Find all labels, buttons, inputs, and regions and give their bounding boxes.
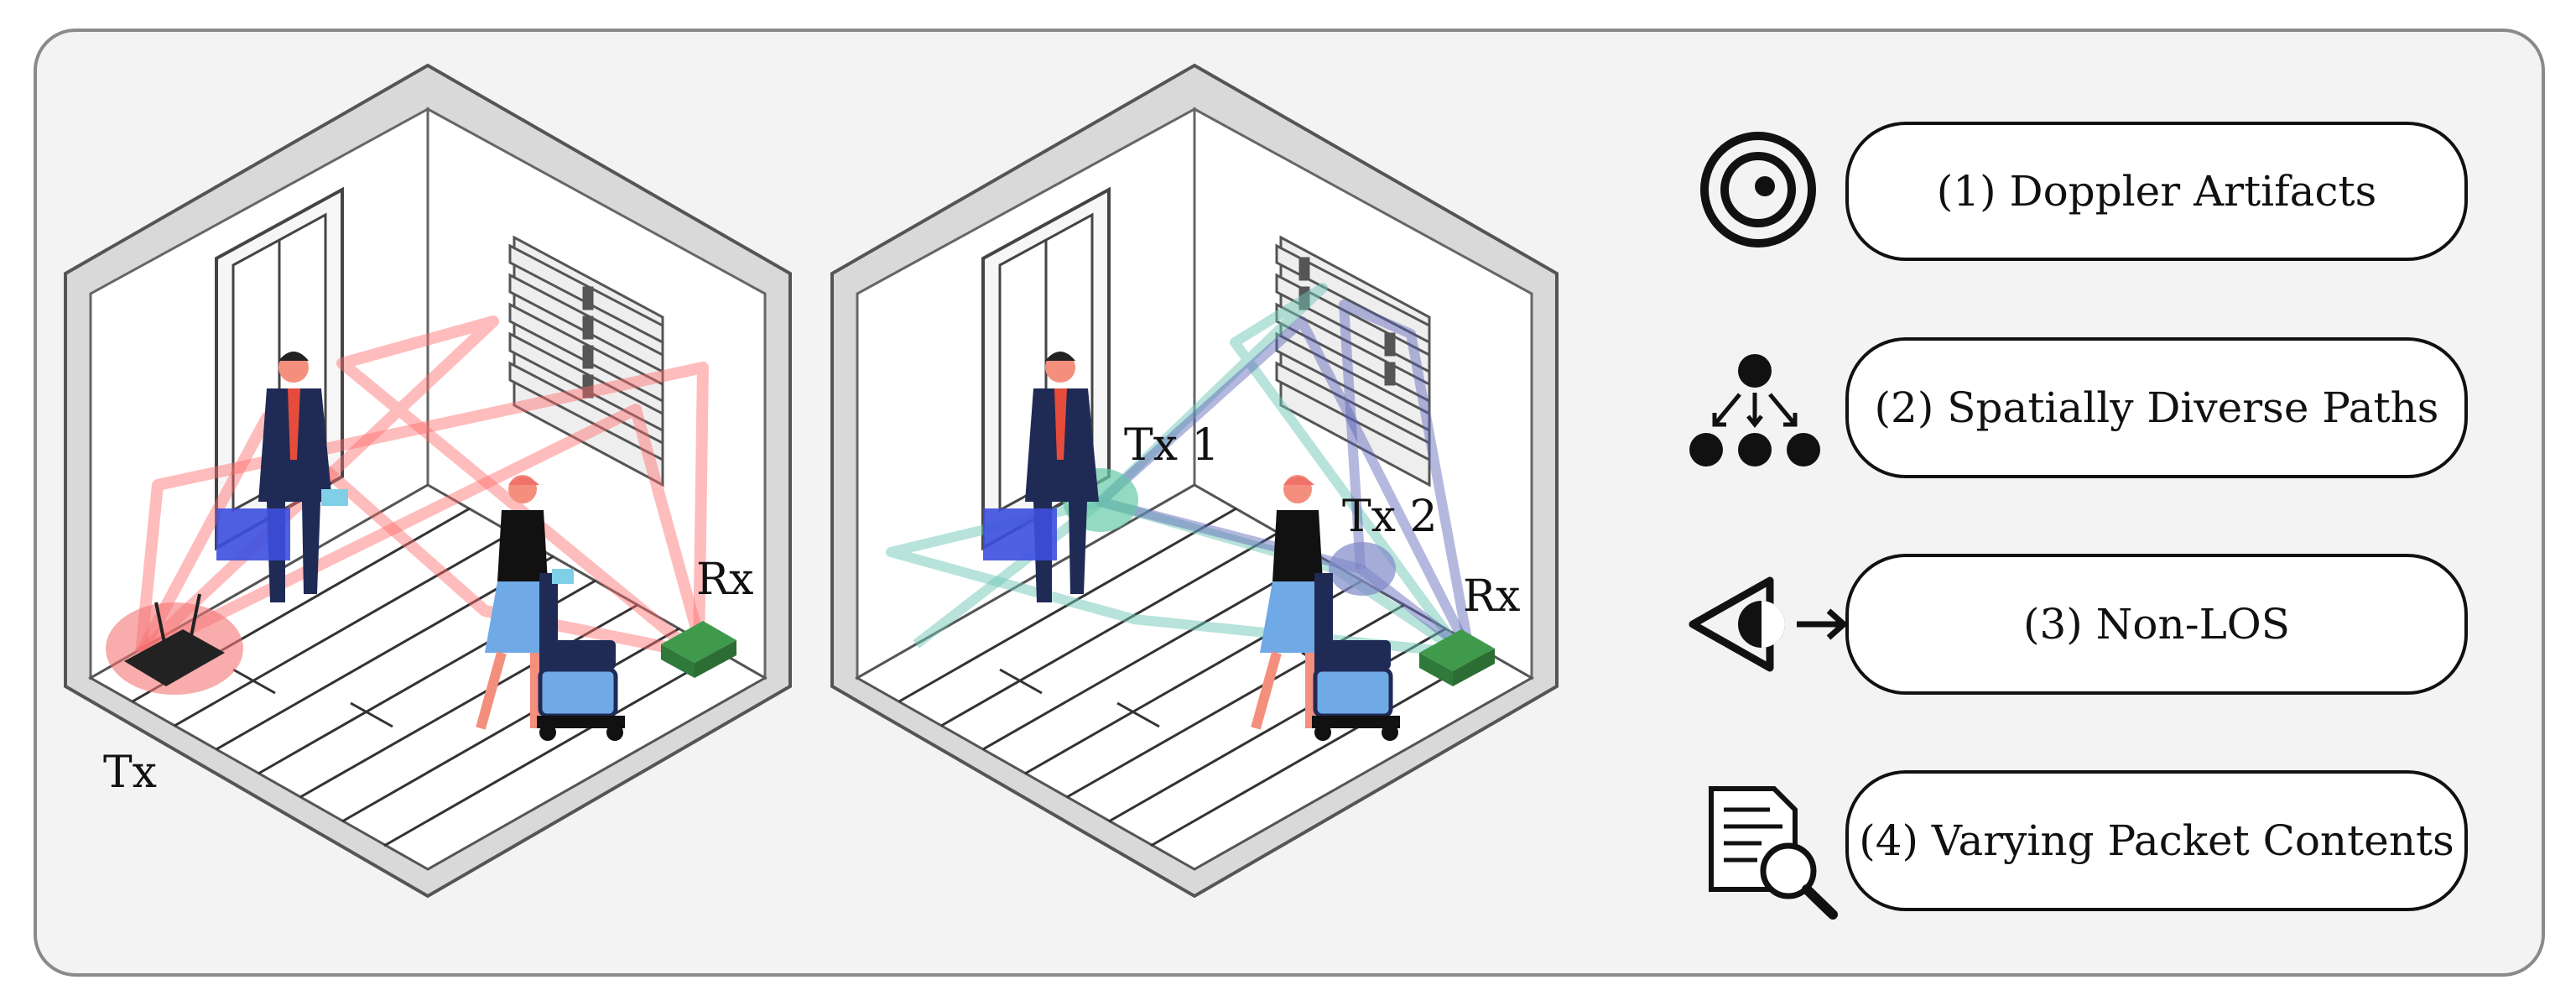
tx-label: Tx <box>103 748 157 798</box>
challenge-item-non-los: (3) Non-LOS <box>1845 554 2468 695</box>
challenge-label: (4) Varying Packet Contents <box>1859 816 2454 865</box>
router-icon <box>124 593 225 686</box>
window-blinds <box>508 235 664 487</box>
man-with-briefcase <box>216 352 348 602</box>
man-with-briefcase <box>983 352 1099 602</box>
eye-arrow-icon <box>1689 576 1849 672</box>
challenge-pill <box>1845 337 2468 478</box>
challenge-label: (3) Non-LOS <box>2023 600 2290 649</box>
woman-with-cart <box>1251 475 1400 741</box>
challenge-item-packet-contents: (4) Varying Packet Contents <box>1845 770 2468 911</box>
challenge-pill <box>1845 770 2468 911</box>
tx2-label: Tx 2 <box>1342 492 1438 542</box>
rx-label: Rx <box>1463 571 1520 622</box>
branching-paths-icon <box>1689 354 1820 467</box>
room-single-tx: Tx Rx <box>64 63 792 899</box>
challenge-label: (1) Doppler Artifacts <box>1937 167 2376 216</box>
challenge-item-doppler: (1) Doppler Artifacts <box>1845 122 2468 261</box>
rx-board-icon <box>1419 629 1495 686</box>
rx-board-icon <box>661 621 736 678</box>
tx2-glow <box>1329 542 1396 596</box>
challenge-pill <box>1845 554 2468 695</box>
woman-with-cart <box>476 475 625 741</box>
challenge-item-spatial-paths: (2) Spatially Diverse Paths <box>1845 337 2468 478</box>
room-dual-tx: Tx 1 Tx 2 Rx <box>830 63 1559 899</box>
rx-label: Rx <box>696 555 753 605</box>
challenge-label: (2) Spatially Diverse Paths <box>1875 383 2439 432</box>
document-search-icon <box>1709 786 1838 920</box>
target-icon <box>1700 132 1816 248</box>
challenge-pill <box>1845 122 2468 261</box>
tx1-label: Tx 1 <box>1124 420 1220 471</box>
